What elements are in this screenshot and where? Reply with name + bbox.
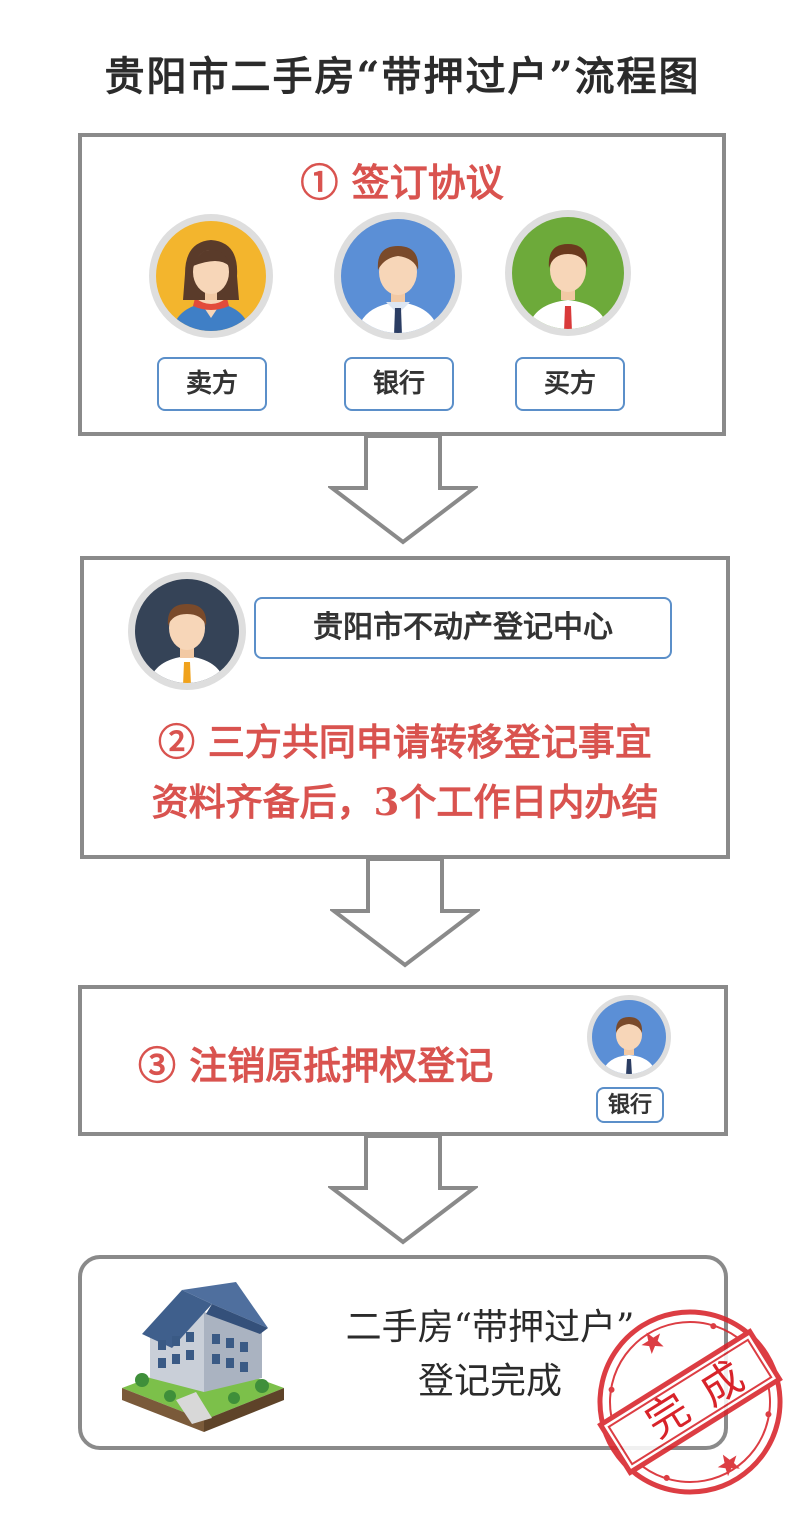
step3-bank-avatar-icon — [587, 995, 671, 1079]
registration-center-label: 贵阳市不动产登记中心 — [254, 597, 672, 659]
step2-line2: 资料齐备后，3个工作日内办结 — [151, 780, 659, 824]
page-title: 贵阳市二手房“带押过户”流程图 — [104, 53, 701, 100]
buyer-label: 买方 — [515, 357, 625, 411]
buyer-avatar-icon — [505, 210, 631, 336]
flow-arrow-1 — [328, 434, 478, 545]
step3-bank-label: 银行 — [596, 1087, 664, 1123]
bank-label: 银行 — [344, 357, 454, 411]
registration-officer-avatar-icon — [128, 572, 246, 690]
final-line2: 登记完成 — [417, 1361, 562, 1402]
seller-avatar-icon — [149, 214, 273, 338]
final-line1: 二手房“带押过户” — [345, 1307, 635, 1348]
bank-avatar-icon — [334, 212, 462, 340]
completed-stamp-icon: 完 成 — [597, 1309, 783, 1495]
flow-arrow-2 — [330, 857, 480, 968]
house-icon — [122, 1282, 284, 1432]
flow-arrow-3 — [328, 1134, 478, 1245]
step2-line1: ② 三方共同申请转移登记事宜 — [158, 720, 652, 764]
step1-title: ① 签订协议 — [300, 160, 504, 205]
seller-label: 卖方 — [157, 357, 267, 411]
step3-title: ③ 注销原抵押权登记 — [138, 1043, 494, 1088]
